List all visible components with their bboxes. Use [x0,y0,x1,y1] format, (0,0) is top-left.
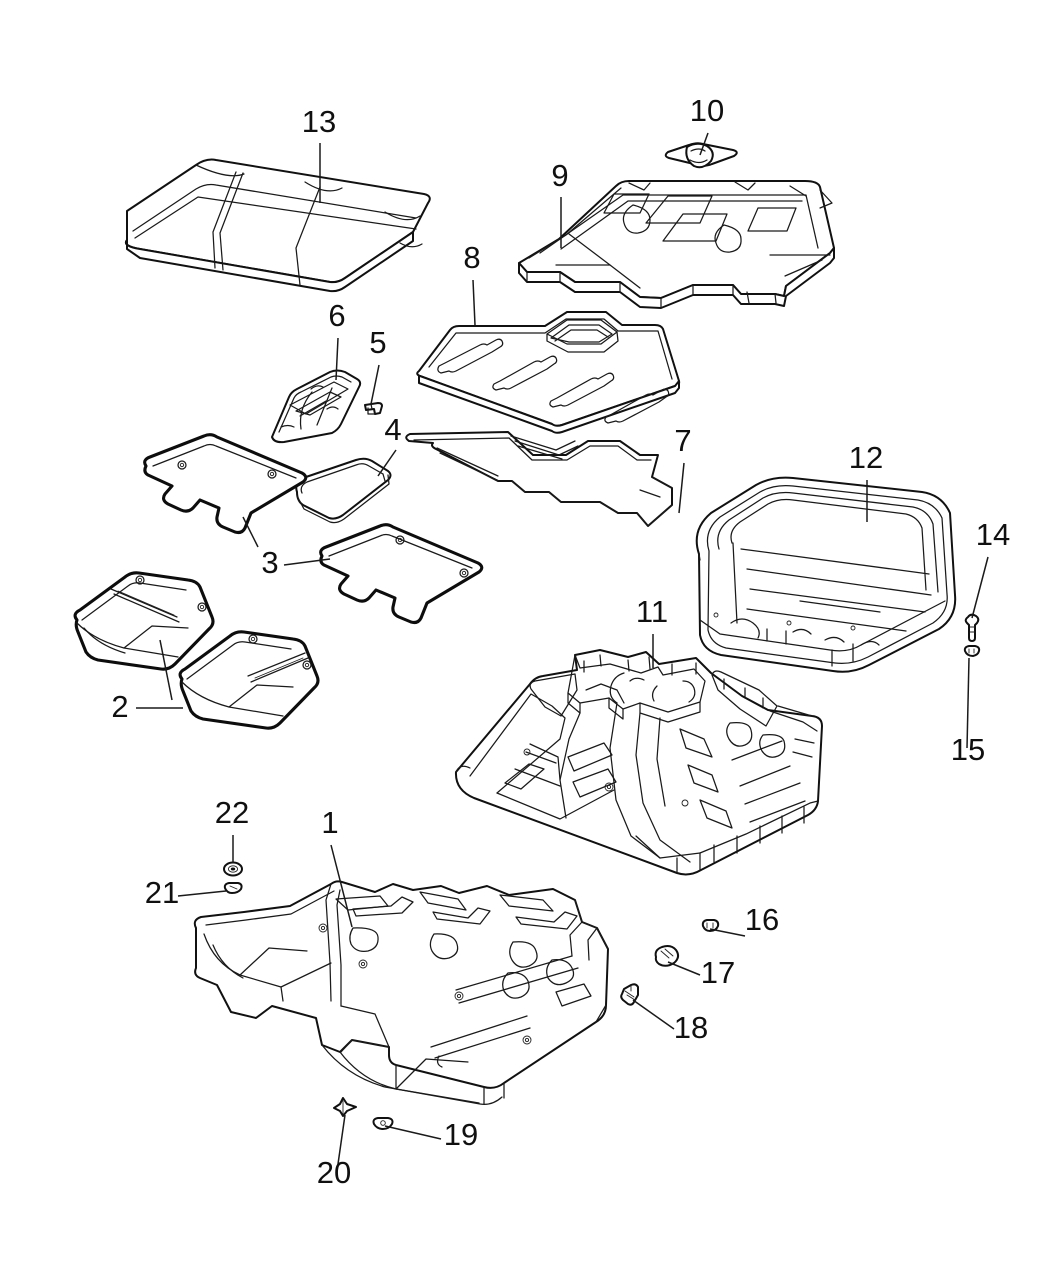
part-2-front-floor-mat-right[interactable] [178,630,320,730]
callout-number-4[interactable]: 4 [384,412,401,447]
leader-line-3 [283,558,331,566]
callout-13-cargo-tonneau-cover[interactable]: 13 [302,104,336,203]
callout-number-16[interactable]: 16 [745,902,779,937]
callout-number-9[interactable]: 9 [551,158,568,193]
leader-line-1 [330,844,353,928]
part-3-rear-floor-mat-right[interactable] [319,523,484,625]
part-22-floor-washer[interactable] [223,861,243,877]
leader-line-19 [384,1125,442,1140]
callout-1-front-floor-carpet[interactable]: 1 [321,805,353,928]
callout-number-1[interactable]: 1 [321,805,338,840]
leader-line-7 [678,462,685,514]
leader-line-10 [699,132,709,156]
callout-7-rear-floor-carpet-strip[interactable]: 7 [674,423,692,514]
callout-8-load-floor-panel[interactable]: 8 [463,240,481,326]
callout-number-14[interactable]: 14 [976,517,1010,552]
part-16-carpet-push-pin-a[interactable] [701,919,720,932]
leader-line-5 [370,364,380,405]
callout-number-5[interactable]: 5 [369,325,386,360]
callout-number-10[interactable]: 10 [690,93,724,128]
part-20-carpet-fastener-clip[interactable] [333,1097,357,1117]
callout-20-carpet-fastener-clip[interactable]: 20 [317,1114,351,1190]
callout-5-carpet-retainer-clip[interactable]: 5 [369,325,387,405]
part-17-carpet-push-pin-b[interactable] [654,945,680,967]
callout-number-22[interactable]: 22 [215,795,249,830]
callout-number-3[interactable]: 3 [261,545,278,580]
callout-6-center-console-floor-trim[interactable]: 6 [328,298,346,381]
callout-17-carpet-push-pin-b[interactable]: 17 [667,955,735,990]
leader-line-16 [709,928,746,937]
callout-number-18[interactable]: 18 [674,1010,708,1045]
callout-4-center-floor-mat[interactable]: 4 [377,412,402,477]
callout-number-17[interactable]: 17 [701,955,735,990]
callout-16-carpet-push-pin-a[interactable]: 16 [709,902,779,937]
part-15-bin-retainer-nut[interactable] [963,645,981,657]
part-4-center-floor-mat[interactable] [295,457,392,524]
part-6-center-console-floor-trim[interactable] [271,369,362,444]
callout-number-15[interactable]: 15 [951,732,985,767]
leader-line-14 [971,556,989,619]
leader-line-4 [377,449,397,477]
callout-number-11[interactable]: 11 [636,594,668,629]
part-9-cargo-floor-trim-panel[interactable] [518,180,835,309]
part-7-rear-floor-carpet-strip[interactable] [405,431,673,527]
leader-line-20 [336,1114,346,1172]
callout-21-floor-stud-nut[interactable]: 21 [145,875,227,910]
callout-number-8[interactable]: 8 [463,240,480,275]
callout-11-rear-floor-carpet[interactable]: 11 [636,594,668,668]
callout-number-20[interactable]: 20 [317,1155,351,1190]
callout-number-2[interactable]: 2 [111,689,128,724]
part-8-load-floor-panel[interactable] [416,311,681,434]
part-12-cargo-storage-bin[interactable] [695,476,957,673]
part-5-carpet-retainer-clip[interactable] [364,402,383,415]
part-2-front-floor-mat-left[interactable] [73,571,215,671]
callout-number-19[interactable]: 19 [444,1117,478,1152]
callout-22-floor-washer[interactable]: 22 [215,795,249,863]
callout-19-carpet-grommet[interactable]: 19 [384,1117,478,1152]
part-3-rear-floor-mat-left[interactable] [143,433,308,535]
callout-18-carpet-push-pin-c[interactable]: 18 [632,999,708,1045]
leader-line-17 [667,961,701,976]
part-1-front-floor-carpet[interactable] [193,880,609,1105]
callout-15-bin-retainer-nut[interactable]: 15 [951,657,985,767]
callout-9-cargo-floor-trim-panel[interactable]: 9 [551,158,569,248]
part-13-cargo-tonneau-cover[interactable] [124,158,431,293]
leader-line-21 [177,890,227,897]
callout-2-front-floor-mat-pair[interactable]: 2 [111,639,183,724]
callout-number-6[interactable]: 6 [328,298,345,333]
leader-line-3-b [242,516,259,548]
callout-12-cargo-storage-bin[interactable]: 12 [849,440,883,522]
part-21-floor-stud-nut[interactable] [223,882,243,894]
part-11-rear-floor-carpet[interactable] [454,649,823,876]
callout-3-rear-floor-mat-pair[interactable]: 3 [242,516,331,580]
leader-line-6 [335,337,339,381]
leader-line-8 [472,279,476,326]
callout-number-12[interactable]: 12 [849,440,883,475]
callout-number-13[interactable]: 13 [302,104,336,139]
callout-10-cargo-floor-latch-handle[interactable]: 10 [690,93,724,156]
part-14-bin-retainer-screw[interactable] [964,613,980,642]
part-18-carpet-push-pin-c[interactable] [620,983,639,1006]
leader-line-2-b [159,639,173,701]
callout-14-bin-retainer-screw[interactable]: 14 [971,517,1010,619]
callout-number-7[interactable]: 7 [674,423,691,458]
leader-line-15 [966,657,970,749]
part-10-cargo-floor-latch-handle[interactable] [664,142,738,169]
callout-number-21[interactable]: 21 [145,875,179,910]
leader-line-18 [632,999,675,1030]
